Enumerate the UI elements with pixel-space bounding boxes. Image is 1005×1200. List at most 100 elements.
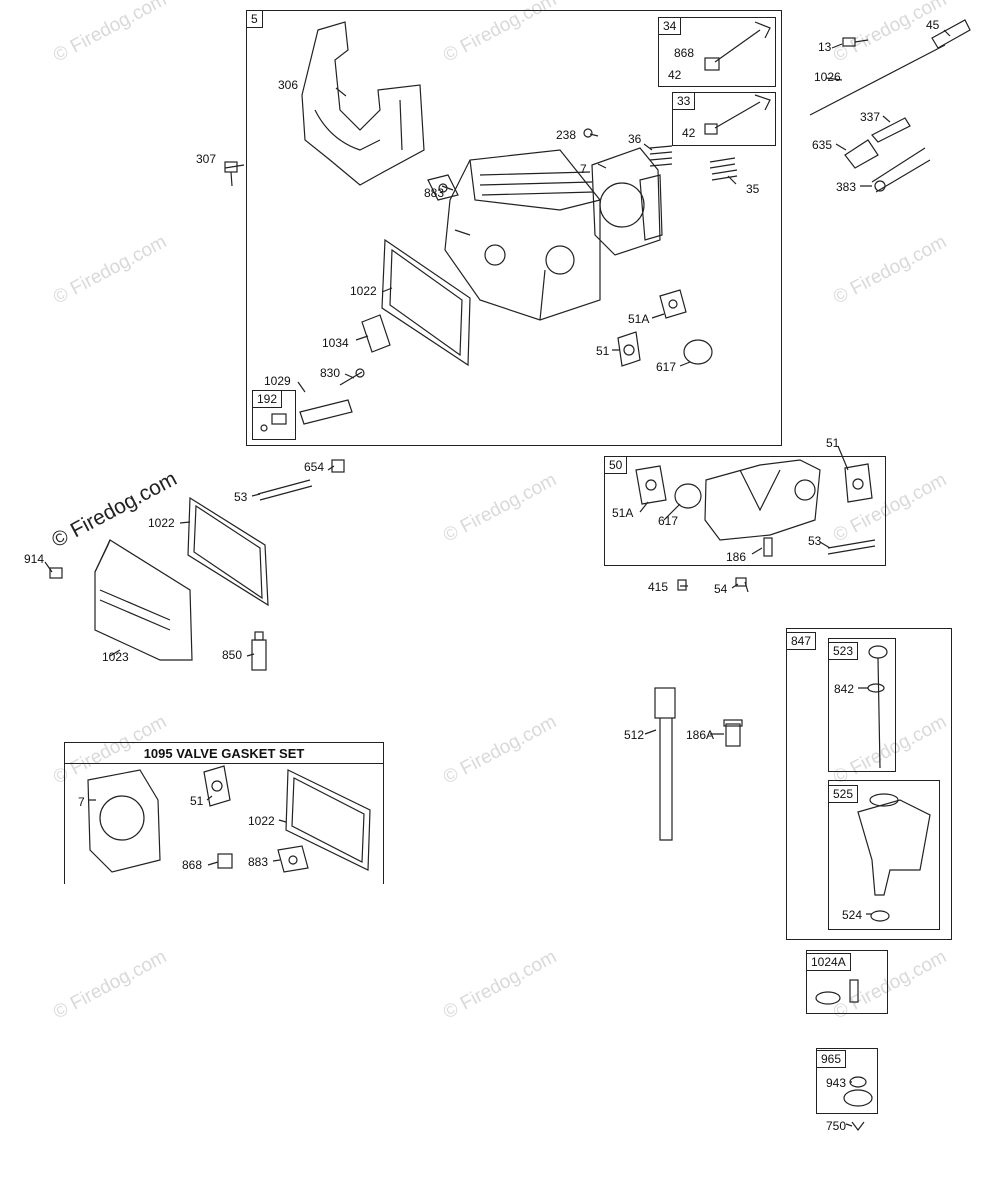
label-51A-head: 51A	[628, 312, 650, 326]
label-750: 750	[826, 1119, 847, 1133]
o-ring-617-head-part	[683, 339, 713, 365]
screw-750-part	[851, 1121, 865, 1131]
kit-965-frame	[816, 1048, 878, 1114]
valve-33-tag: 33	[672, 92, 696, 110]
label-51-set: 51	[190, 794, 204, 808]
sealant-850-part	[251, 631, 267, 671]
label-415: 415	[648, 580, 669, 594]
breather-830-part	[339, 368, 365, 386]
cap-523-part	[868, 645, 888, 769]
label-54: 54	[714, 582, 728, 596]
label-307: 307	[196, 152, 217, 166]
label-914: 914	[24, 552, 45, 566]
label-1022-head: 1022	[350, 284, 377, 298]
tube-512-part	[654, 687, 676, 841]
label-512: 512	[624, 728, 645, 742]
fitting-186-part	[763, 537, 773, 557]
label-617-manifold: 617	[658, 514, 679, 528]
head-assembly-frame	[246, 10, 782, 446]
shroud-306-part	[301, 21, 425, 186]
cap-523-tag: 523	[828, 642, 859, 660]
label-1023: 1023	[102, 650, 129, 664]
label-1026: 1026	[814, 70, 841, 84]
gasket-51-head-part	[617, 331, 641, 367]
set-gasket-1022-part	[285, 769, 371, 871]
set-seal-868-part	[217, 853, 233, 869]
tube-525-tag: 525	[828, 785, 859, 803]
set-gasket-883-part	[277, 845, 309, 873]
o-ring-524-part	[870, 910, 890, 922]
label-7-set: 7	[78, 795, 85, 809]
tube-525-part	[857, 793, 931, 896]
head-assembly-tag: 5	[246, 10, 263, 28]
set-gasket-7-part	[87, 769, 161, 873]
label-51A-manifold: 51A	[612, 506, 634, 520]
cylinder-head-part	[444, 149, 601, 321]
label-868-top: 868	[674, 46, 695, 60]
valve-34-frame	[658, 17, 776, 87]
intake-manifold-part	[704, 459, 821, 541]
stud-53-left-part	[257, 479, 313, 501]
valve-cover-1023-part	[94, 539, 193, 661]
fitting-186A-part	[723, 719, 743, 747]
label-45: 45	[926, 18, 940, 32]
set-gasket-51-part	[203, 765, 231, 807]
spring-36-part	[649, 145, 673, 167]
label-635: 635	[812, 138, 833, 152]
label-883: 883	[424, 186, 445, 200]
valve-cover-gasket-1022-head-part	[381, 238, 471, 367]
label-1029: 1029	[264, 374, 291, 388]
gasket-51A-head-part	[659, 289, 687, 319]
bolt-307-part	[224, 161, 238, 187]
cover-1029-part	[299, 399, 353, 425]
gasket-set-title-bar	[64, 742, 384, 764]
label-524: 524	[842, 908, 863, 922]
pushrod-1026-part	[809, 44, 946, 116]
label-383: 383	[836, 180, 857, 194]
o-ring-842-part	[867, 683, 885, 693]
o-ring-943-part	[849, 1076, 867, 1088]
spring-35-part	[709, 157, 738, 181]
label-617-head: 617	[656, 360, 677, 374]
valve-cover-gasket-1022-left-part	[187, 496, 269, 607]
nut-654-part	[331, 459, 345, 473]
dipstick-847-frame	[786, 628, 952, 940]
tube-635-part	[844, 139, 879, 169]
plug-192-part	[260, 413, 287, 432]
valve-34-tag: 34	[658, 17, 682, 35]
dipstick-847-tag: 847	[786, 632, 817, 650]
bolt-914-part	[49, 567, 63, 579]
valve-33-part	[704, 94, 771, 135]
gasket-51A-manifold-part	[635, 465, 667, 505]
label-1022-left: 1022	[148, 516, 175, 530]
gasket-51-manifold-part	[844, 463, 873, 503]
label-883-set: 883	[248, 855, 269, 869]
spark-plug-337-part	[871, 117, 911, 143]
gasket-set-title: 1095 VALVE GASKET SET	[143, 746, 305, 761]
kit-965-tag: 965	[816, 1050, 847, 1068]
label-7: 7	[580, 162, 587, 176]
label-13: 13	[818, 40, 832, 54]
kit-1024A-tag: 1024A	[806, 953, 851, 971]
stud-53-manifold-part	[827, 539, 876, 555]
label-51-manifold: 51	[826, 436, 840, 450]
valve-34-part	[704, 21, 771, 71]
o-ring-617-manifold-part	[674, 483, 702, 509]
label-186A: 186A	[686, 728, 715, 742]
manifold-50-tag: 50	[604, 456, 628, 474]
label-238: 238	[556, 128, 577, 142]
label-1034: 1034	[322, 336, 349, 350]
label-943: 943	[826, 1076, 847, 1090]
cap-523-frame	[828, 638, 896, 772]
spark-plug-boot-383-part	[871, 147, 931, 193]
breather-1034-part	[361, 314, 391, 353]
retainer-238-part	[583, 128, 593, 138]
label-1022-set: 1022	[248, 814, 275, 828]
head-gasket-7-part	[591, 147, 663, 256]
bolt-13-part	[842, 37, 869, 47]
label-830: 830	[320, 366, 341, 380]
nut-415-part	[677, 579, 687, 591]
label-36: 36	[628, 132, 642, 146]
valve-33-frame	[672, 92, 776, 146]
